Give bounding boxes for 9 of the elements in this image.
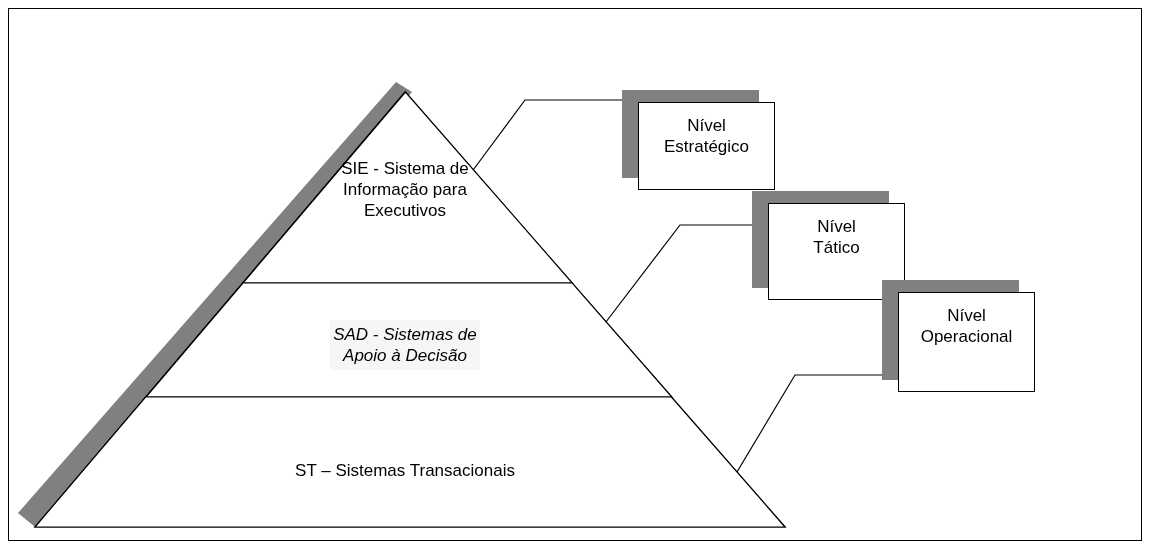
leader-line	[605, 224, 753, 323]
leader-line	[736, 374, 883, 473]
level-label: Nível Operacional	[920, 305, 1013, 347]
tier-label: SAD - Sistemas de Apoio à Decisão	[330, 320, 480, 370]
tier-label: ST – Sistemas Transacionais	[294, 460, 516, 481]
level-label: Nível Tático	[813, 216, 860, 258]
leader-line	[472, 99, 623, 171]
tier-label: SIE - Sistema de Informação para Executivos	[340, 158, 470, 221]
level-label: Nível Estratégico	[664, 115, 749, 157]
